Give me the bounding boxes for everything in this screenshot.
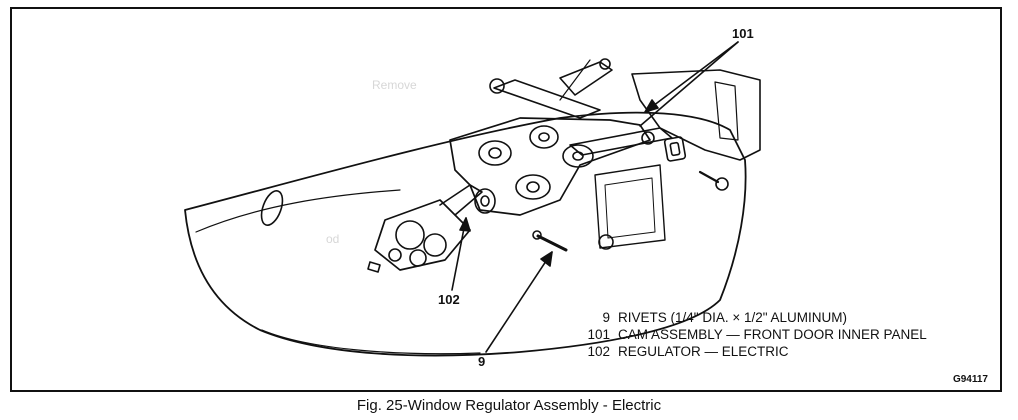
- regulator-motor-housing: [374, 199, 471, 271]
- callout-102: 102: [438, 292, 460, 307]
- motor-gear-3: [409, 249, 427, 267]
- motor-gear-4: [388, 248, 402, 262]
- ghost-remove-text: Remove: [372, 78, 417, 92]
- cam-screw: [698, 170, 720, 184]
- leader-102-arrow: [459, 217, 471, 232]
- legend-number: 102: [587, 344, 610, 359]
- door-panel-edge: [195, 189, 401, 233]
- regulator-plate: [449, 117, 651, 216]
- door-panel-lower-edge: [261, 329, 481, 355]
- figure-frame: [10, 7, 1002, 392]
- legend-row: 102 REGULATOR — ELECTRIC: [576, 343, 927, 360]
- rivet-boss-3: [562, 144, 594, 168]
- callout-9: 9: [478, 354, 486, 369]
- rivet-boss-1: [478, 140, 512, 166]
- motor-gear-1: [395, 220, 425, 250]
- leader-101-b: [639, 41, 739, 127]
- arm-slot-top: [559, 61, 613, 96]
- motor-arm: [439, 184, 483, 216]
- cam-assembly-plate: [631, 69, 761, 161]
- leader-101-arrow: [644, 99, 659, 113]
- panel-oval-hole: [260, 190, 284, 226]
- rivet-9-head: [532, 230, 542, 240]
- cam-roller: [641, 131, 655, 145]
- legend-row: 101 CAM ASSEMBLY — FRONT DOOR INNER PANEL: [576, 326, 927, 343]
- leader-9-arrow: [540, 251, 553, 267]
- motor-connector: [367, 261, 381, 273]
- parts-legend: 9 RIVETS (1/4" DIA. × 1/2" ALUMINUM) 101 C…: [576, 309, 927, 360]
- rivet-boss-5: [474, 188, 496, 214]
- cam-clip: [663, 136, 687, 162]
- arm-link: [559, 59, 591, 101]
- callout-101: 101: [732, 26, 754, 41]
- figure-code: G94117: [952, 374, 988, 385]
- rivet-9: [536, 234, 568, 252]
- leader-101: [644, 41, 739, 113]
- rivet-boss-5-hole: [480, 195, 490, 207]
- rivet-boss-4-hole: [526, 181, 540, 193]
- figure-caption: Fig. 25-Window Regulator Assembly - Elec…: [356, 397, 662, 414]
- legend-text: CAM ASSEMBLY — FRONT DOOR INNER PANEL: [618, 327, 927, 342]
- arm-pivot: [489, 78, 505, 94]
- cam-assembly-inner: [714, 81, 739, 141]
- upper-lift-arm: [493, 79, 601, 119]
- ghost-left-text: od: [326, 232, 340, 246]
- leader-9: [485, 251, 553, 353]
- rivet-boss-3-hole: [572, 151, 584, 161]
- cutout-grommet: [598, 234, 614, 250]
- motor-gear-2: [423, 233, 447, 257]
- legend-number: 9: [602, 310, 610, 325]
- rivet-boss-1-hole: [488, 147, 502, 159]
- legend-row: 9 RIVETS (1/4" DIA. × 1/2" ALUMINUM): [576, 309, 927, 326]
- rivet-boss-4: [515, 174, 551, 200]
- cam-clip-inner: [669, 141, 681, 157]
- legend-text: REGULATOR — ELECTRIC: [618, 344, 789, 359]
- door-inner-panel: [184, 111, 747, 357]
- regulator-assembly-illustration: [184, 41, 761, 357]
- legend-text: RIVETS (1/4" DIA. × 1/2" ALUMINUM): [618, 310, 848, 325]
- arm-pivot-top: [599, 58, 611, 70]
- legend-number: 101: [587, 327, 610, 342]
- cam-screw-head: [715, 177, 729, 191]
- panel-cutout-inner: [604, 177, 656, 239]
- rivet-boss-2-hole: [538, 132, 550, 142]
- rivet-boss-2: [529, 125, 559, 149]
- panel-cutout: [594, 164, 666, 249]
